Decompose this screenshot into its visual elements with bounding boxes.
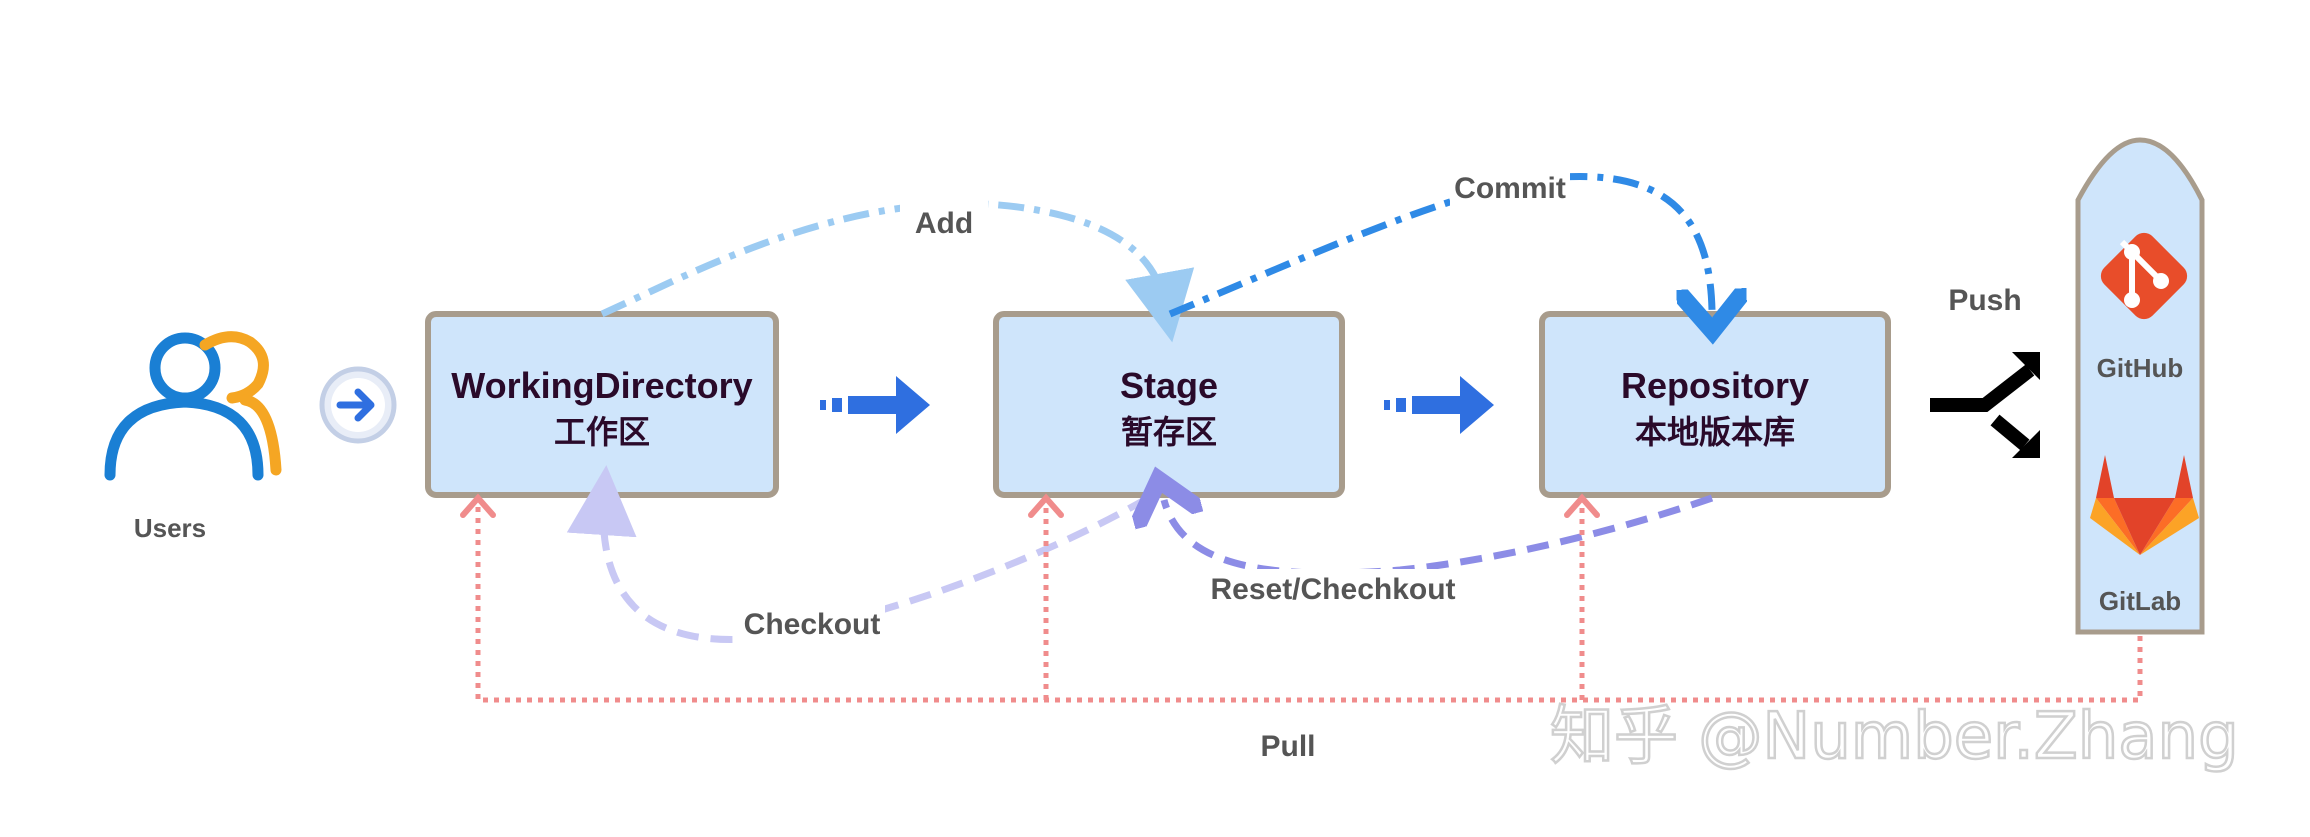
add-label: Add xyxy=(915,207,973,240)
repository-title: Repository xyxy=(1621,365,1809,406)
stage-subtitle: 暂存区 xyxy=(1121,413,1217,451)
pull-label: Pull xyxy=(1260,730,1315,763)
commit-label-bg xyxy=(1450,168,1570,208)
reset-label: Reset/Chechkout xyxy=(1210,573,1455,606)
commit-edge xyxy=(1168,173,1712,314)
pull-arrowheads-icon xyxy=(460,493,1600,518)
add-label-bg xyxy=(900,200,988,242)
working-directory-box[interactable]: WorkingDirectory 工作区 xyxy=(425,311,779,498)
checkout-label: Checkout xyxy=(744,608,881,641)
pull-edge xyxy=(475,500,2143,703)
gitlab-logo-icon[interactable] xyxy=(2090,455,2199,555)
watermark: 知乎 @Number.Zhang xyxy=(1550,700,2239,774)
flow-arrow-icon xyxy=(1384,376,1494,434)
repository-box[interactable]: Repository 本地版本库 xyxy=(1539,311,1891,498)
working-directory-subtitle: 工作区 xyxy=(554,413,650,451)
working-directory-title: WorkingDirectory xyxy=(451,365,752,406)
checkout-label-bg xyxy=(735,602,885,644)
push-label: Push xyxy=(1948,284,2021,317)
commit-label: Commit xyxy=(1454,172,1566,205)
push-shuffle-icon xyxy=(1930,352,2040,458)
users-label: Users xyxy=(134,513,206,543)
arrow-circle-icon xyxy=(319,366,397,444)
repository-subtitle: 本地版本库 xyxy=(1635,413,1795,451)
reset-label-bg xyxy=(1208,569,1458,609)
stage-box[interactable]: Stage 暂存区 xyxy=(993,311,1345,498)
flow-arrow-icon xyxy=(820,376,930,434)
github-label: GitHub xyxy=(2097,353,2184,383)
gitlab-label: GitLab xyxy=(2099,586,2181,616)
git-logo-icon[interactable] xyxy=(2096,228,2192,324)
reset-edge xyxy=(1164,498,1714,577)
checkout-edge xyxy=(566,465,1150,643)
users-icon xyxy=(104,331,282,481)
add-edge xyxy=(600,200,1195,343)
stage-title: Stage xyxy=(1120,365,1218,406)
remote-repository-container xyxy=(2075,137,2205,635)
